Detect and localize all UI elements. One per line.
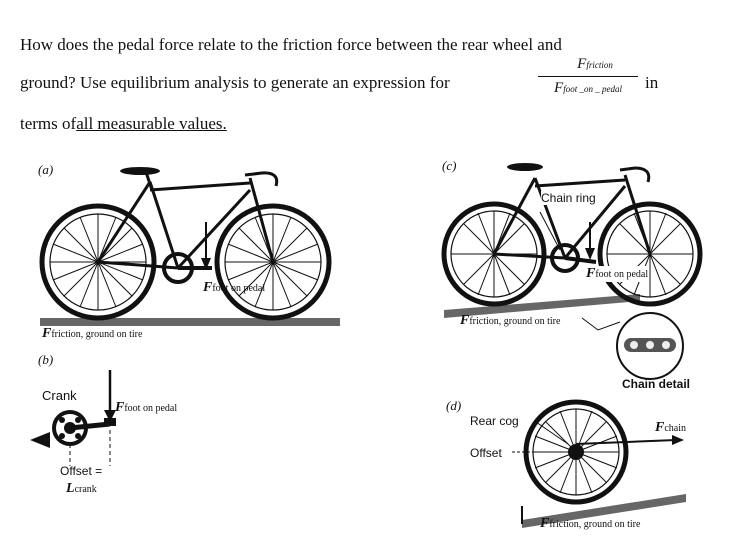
chain-force-arrow: [575, 439, 677, 445]
rear-cog-d: [568, 444, 584, 460]
l-crank-label: Lcrank: [66, 481, 97, 496]
panel-b-label: (b): [38, 352, 54, 367]
crank-label: Crank: [42, 388, 77, 403]
chain-detail-pointer: [581, 317, 621, 331]
force-foot-on-pedal-label-a: Ffoot on pedal: [203, 280, 266, 295]
panel-c-label: (c): [442, 158, 457, 173]
force-foot-on-pedal-label-c: Ffoot on pedal: [586, 266, 649, 282]
force-friction-label-a: Ffriction, ground on tire: [42, 326, 143, 341]
ground-d: [522, 494, 686, 528]
frame-a: [96, 171, 279, 270]
offset-label-d: Offset: [470, 446, 502, 460]
ground-a: [40, 318, 340, 326]
rotation-arrowhead: [30, 432, 50, 448]
saddle-a: [120, 167, 160, 175]
fraction-bar: [538, 76, 638, 77]
question-line-2: ground? Use equilibrium analysis to gene…: [20, 73, 450, 92]
question-line-3: terms ofall measurable values.: [20, 114, 227, 133]
question-in-word: in: [645, 73, 659, 92]
underlined-phrase: all measurable values.: [76, 114, 227, 133]
force-chain-label: Fchain: [655, 420, 686, 435]
fraction-denominator: Ffoot _on _ pedal: [554, 80, 622, 96]
rear-cog-label: Rear cog: [470, 414, 519, 428]
chain-ring-label: Chain ring: [541, 191, 596, 205]
frame-c: [492, 166, 652, 260]
panel-a-label: (a): [38, 162, 54, 177]
chain-ring-pointer: [539, 211, 561, 251]
rear-cog-pointer: [535, 421, 569, 445]
force-friction-label-d: Ffriction, ground on tire: [540, 516, 641, 531]
fraction-numerator: Ffriction: [577, 56, 613, 72]
saddle-c: [507, 163, 543, 171]
panel-d-label: (d): [446, 398, 462, 413]
ground-c: [444, 294, 640, 318]
question-line-1: How does the pedal force relate to the f…: [20, 35, 562, 54]
crank-c: [564, 256, 597, 264]
force-ratio-fraction: Ffriction Ffoot _on _ pedal: [538, 56, 638, 97]
force-foot-on-pedal-label-b: Ffoot on pedal: [115, 400, 178, 415]
force-friction-label-c: Ffriction, ground on tire: [460, 313, 561, 328]
offset-equals-label: Offset =: [60, 464, 103, 478]
chain-detail-label: Chain detail: [622, 377, 691, 391]
chain-detail-circle: [616, 312, 684, 380]
